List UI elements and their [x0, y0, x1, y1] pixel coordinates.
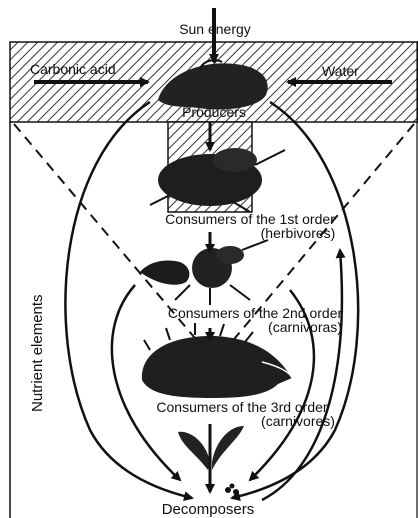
- label-consumers-2-sub: (carnivoras): [268, 319, 342, 335]
- label-nutrient-elements: Nutrient elements: [29, 294, 46, 412]
- label-consumers-3-sub: (carnivores): [261, 413, 335, 429]
- label-water: Water: [322, 63, 359, 79]
- label-carbonic-acid: Carbonic acid: [30, 61, 116, 77]
- label-decomposers: Decomposers: [162, 501, 255, 518]
- label-consumers-1-sub: (herbivores): [261, 225, 336, 241]
- label-producers: Producers: [182, 104, 246, 120]
- label-sun-energy: Sun energy: [179, 21, 251, 37]
